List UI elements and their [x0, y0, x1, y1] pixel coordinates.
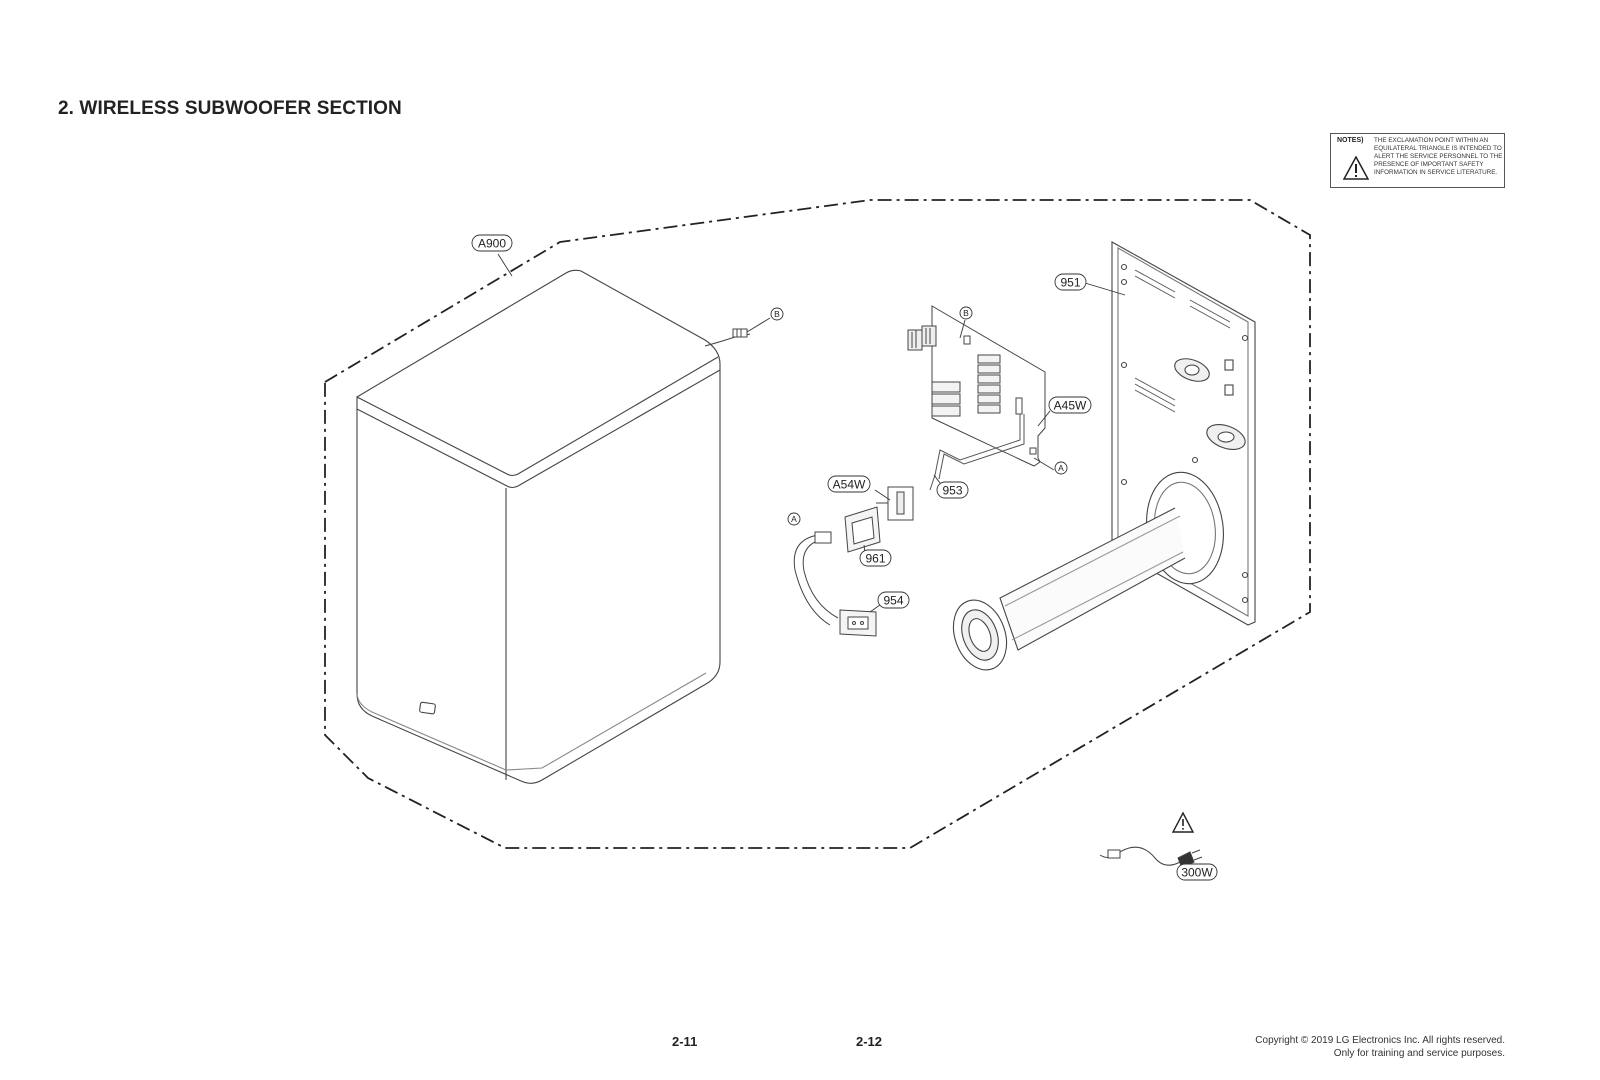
callout-953: 953 [933, 474, 969, 499]
notes-text: THE EXCLAMATION POINT WITHIN AN EQUILATE… [1374, 137, 1503, 177]
wireless-module-a54w [876, 486, 914, 521]
callout-a900: A900 [471, 234, 513, 277]
copyright-notice: Copyright © 2019 LG Electronics Inc. All… [1255, 1034, 1505, 1060]
cable-954 [793, 531, 885, 637]
callout-a45w: A45W [1037, 396, 1092, 427]
callout-a54w: A54W [827, 475, 891, 501]
connector-a-cable-label: A [791, 514, 797, 524]
callout-961-label: 961 [865, 552, 885, 566]
callout-954-label: 954 [883, 594, 903, 608]
safety-notes-box: NOTES) THE EXCLAMATION POINT WITHIN AN E… [1330, 133, 1505, 188]
bass-port-tube [952, 471, 1224, 671]
callout-961: 961 [859, 549, 892, 567]
connector-a-cable: A [787, 512, 801, 526]
connector-b-pcb-label: B [963, 308, 969, 318]
connector-a-pcb-label: A [1058, 463, 1064, 473]
callout-300w: 300W [1176, 863, 1218, 881]
assembly-boundary [324, 199, 1311, 849]
callout-a45w-label: A45W [1054, 399, 1087, 413]
callout-954: 954 [877, 591, 910, 609]
page-number-left: 2-11 [672, 1034, 698, 1049]
warning-triangle-icon [1343, 156, 1369, 180]
cabinet-a900 [356, 269, 721, 784]
copyright-line-1: Copyright © 2019 LG Electronics Inc. All… [1255, 1035, 1505, 1046]
notes-label: NOTES) [1337, 137, 1364, 144]
section-title: 2. WIRELESS SUBWOOFER SECTION [58, 98, 402, 119]
callout-951-label: 951 [1060, 276, 1080, 290]
cabinet-wire-connector [704, 317, 771, 347]
copyright-line-2: Only for training and service purposes. [1333, 1048, 1505, 1059]
connector-b-pcb: B [959, 306, 973, 320]
connector-b-label: B [774, 309, 780, 319]
callout-300w-label: 300W [1181, 866, 1213, 880]
connector-a-pcb: A [1054, 461, 1068, 475]
callout-951: 951 [1054, 273, 1126, 296]
page-number-right: 2-12 [856, 1034, 883, 1049]
callout-953-label: 953 [942, 484, 962, 498]
callout-a900-label: A900 [478, 237, 506, 251]
connector-b-cabinet: B [770, 307, 784, 321]
part-961 [844, 506, 881, 561]
pcb-a45w [907, 305, 1055, 491]
power-cord-warning-icon [1171, 811, 1195, 833]
callout-a54w-label: A54W [833, 478, 866, 492]
